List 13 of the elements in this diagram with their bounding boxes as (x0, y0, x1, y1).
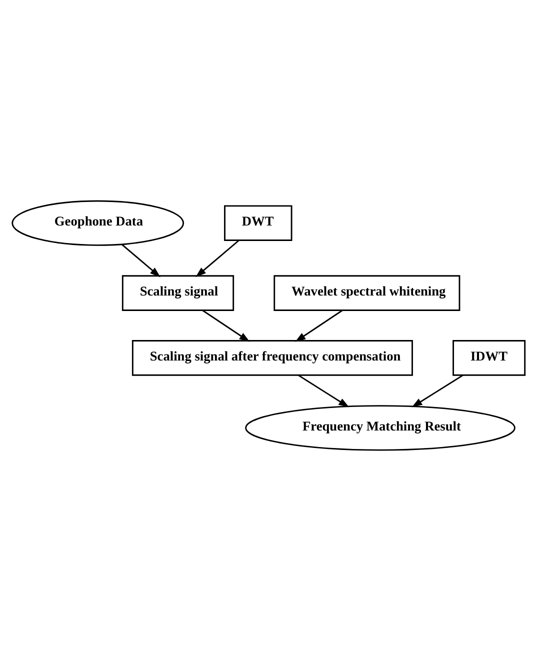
arrow (202, 310, 250, 342)
arrow (298, 374, 350, 408)
arrow (412, 374, 464, 408)
arrow (196, 240, 240, 278)
node-ellipse: Geophone Data (12, 200, 184, 246)
arrow (121, 244, 160, 278)
node-box: Scaling signal (122, 275, 234, 311)
arrow (295, 310, 343, 342)
node-box: Scaling signal after frequency compensation (132, 340, 413, 376)
node-box: Wavelet spectral whitening (274, 275, 460, 311)
node-box: IDWT (452, 340, 526, 376)
node-box: DWT (224, 205, 292, 241)
node-ellipse: Frequency Matching Result (245, 405, 516, 451)
